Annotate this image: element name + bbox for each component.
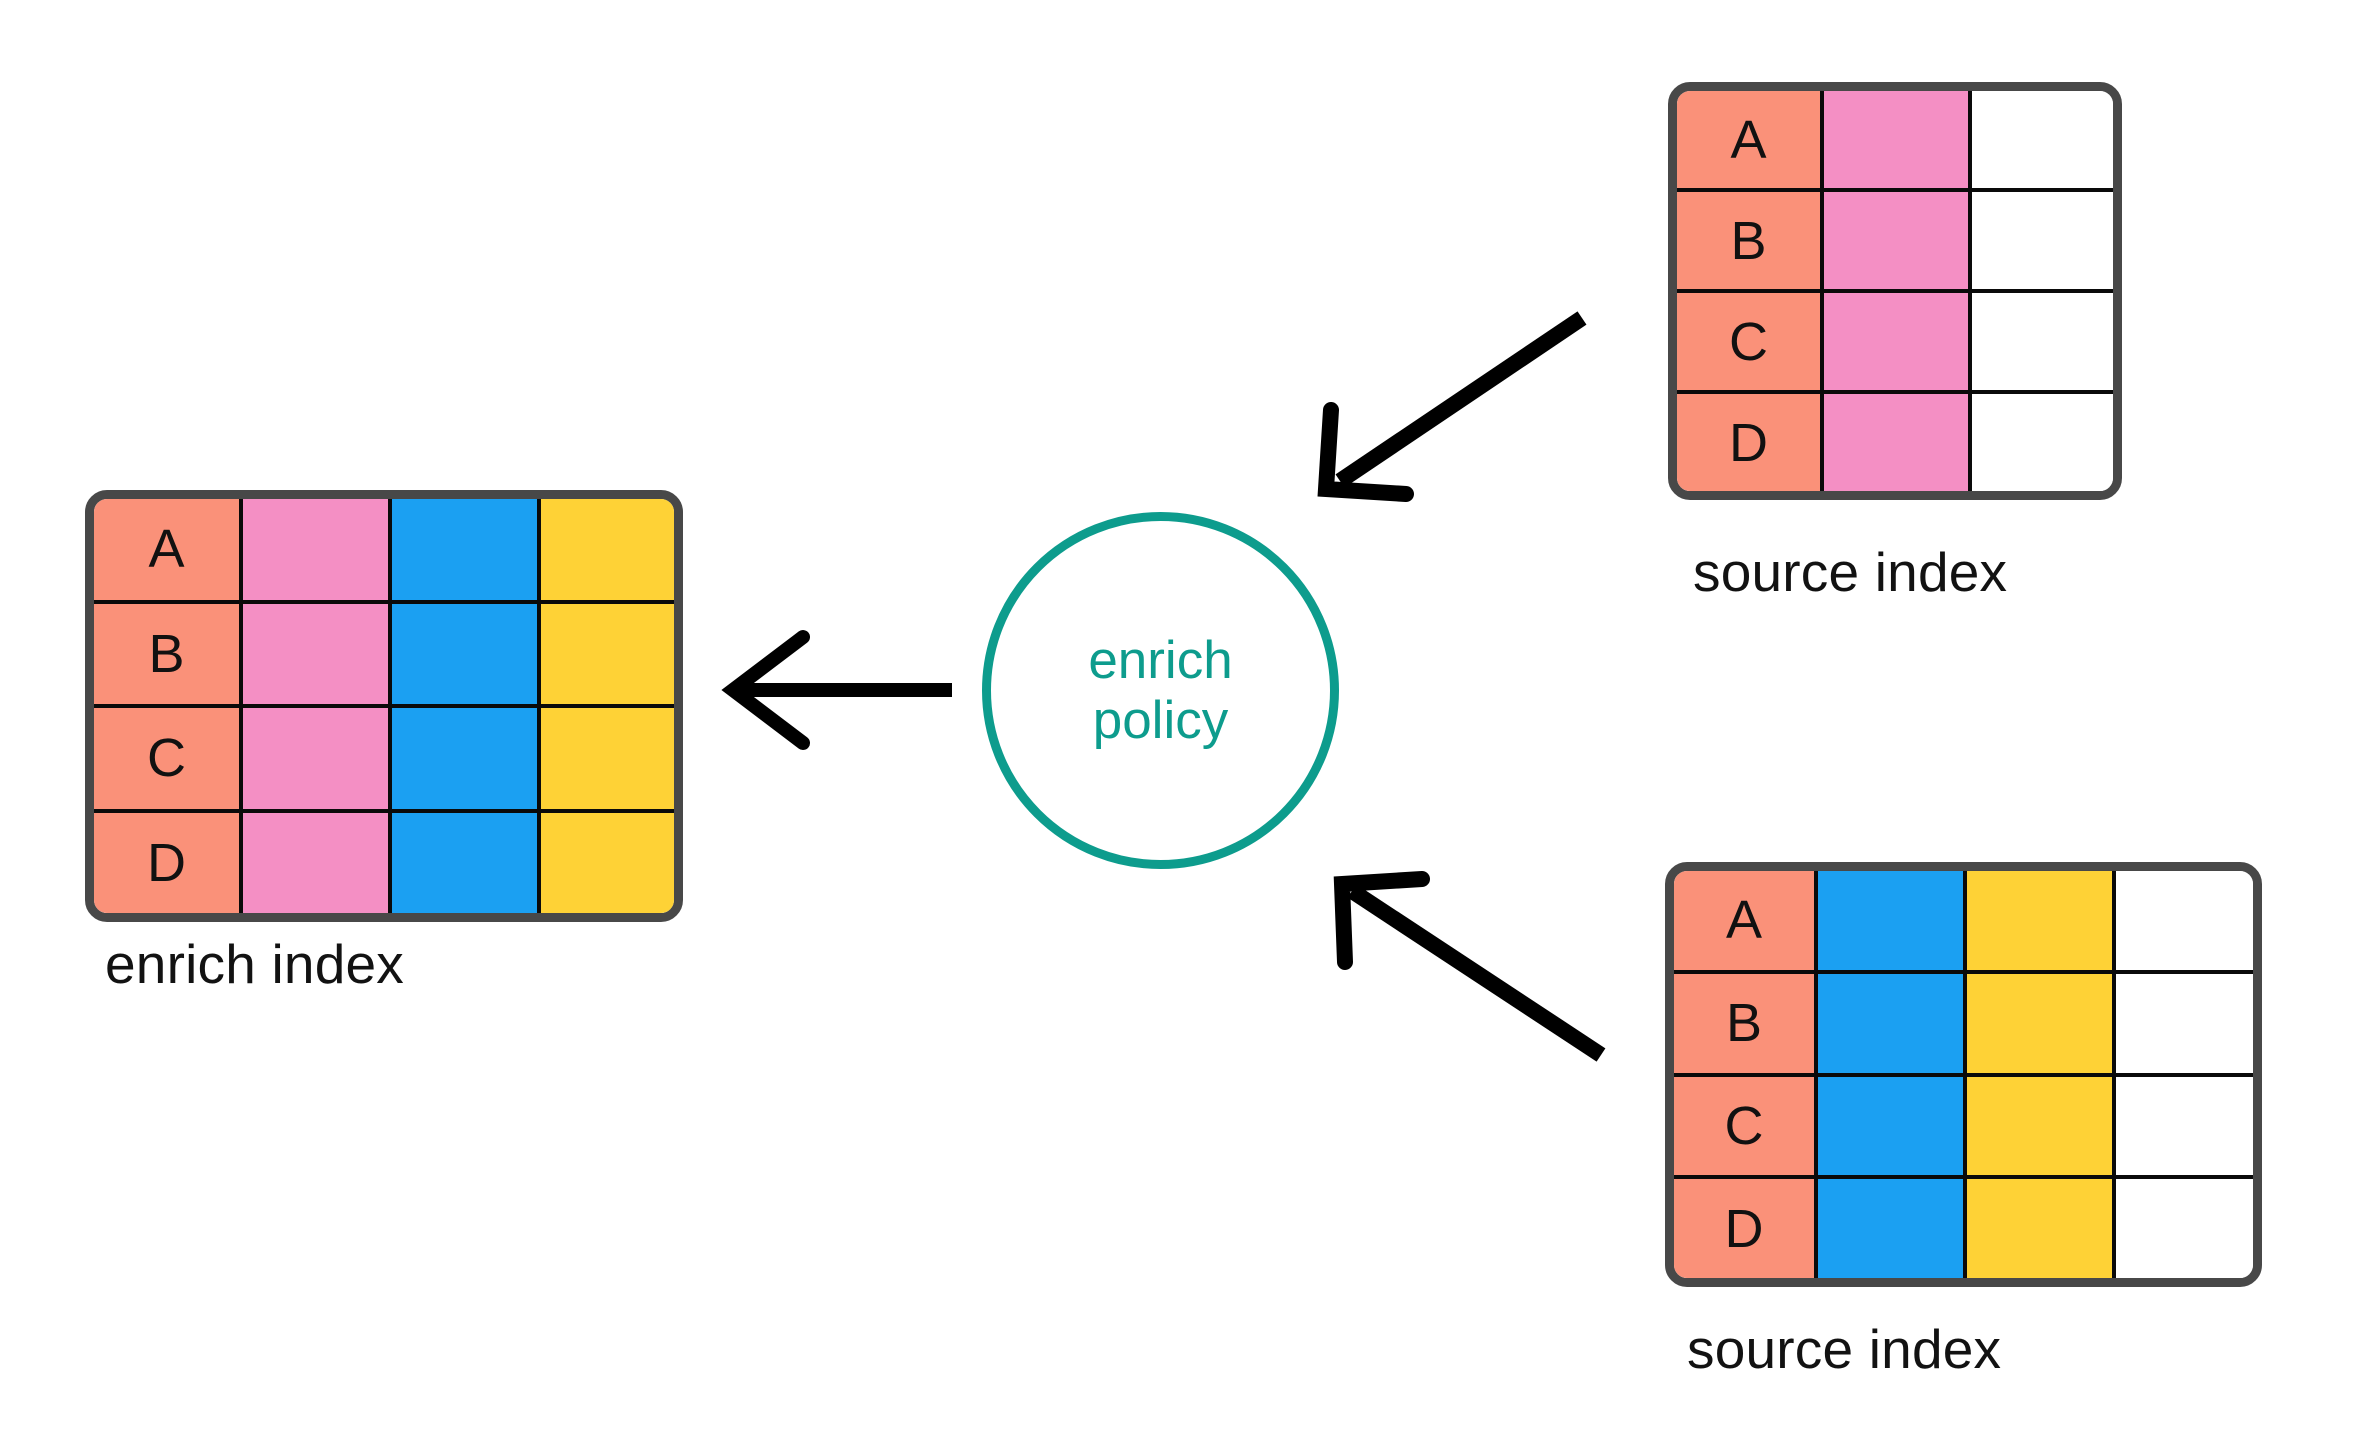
- enrich-cell-blue-d: [392, 812, 541, 913]
- enrich-index-caption: enrich index: [105, 933, 404, 995]
- source-bottom-cell-blue-b: [1818, 973, 1967, 1073]
- source-bottom-cell-blue-c: [1818, 1076, 1967, 1176]
- source-top-cell-key-d: D: [1677, 394, 1824, 491]
- enrich-cell-key-a: A: [94, 499, 243, 600]
- source-bottom-cell-yellow-a: [1967, 871, 2116, 970]
- source-top-cell-pink-b: [1824, 192, 1972, 289]
- enrich-cell-yellow-a: [541, 499, 674, 600]
- enrich-cell-pink-a: [243, 499, 392, 600]
- table-row: D: [1674, 1179, 2253, 1278]
- enrich-cell-key-b: B: [94, 603, 243, 704]
- source-bottom-cell-empty-a: [2116, 871, 2253, 970]
- enrich-policy-line-1: enrich: [1088, 631, 1233, 691]
- source-top-cell-pink-d: [1824, 394, 1972, 491]
- source-bottom-cell-key-c: C: [1674, 1076, 1818, 1176]
- enrich-cell-pink-b: [243, 603, 392, 704]
- table-row: C: [1677, 293, 2113, 394]
- source-bottom-cell-key-a: A: [1674, 871, 1818, 970]
- enrich-cell-yellow-b: [541, 603, 674, 704]
- enrich-cell-pink-c: [243, 708, 392, 809]
- source-index-bottom-table: A B C D: [1665, 862, 2262, 1287]
- table-row: A: [1677, 91, 2113, 192]
- table-row: B: [94, 603, 674, 708]
- source-bottom-cell-key-d: D: [1674, 1179, 1818, 1278]
- source-bottom-cell-empty-b: [2116, 973, 2253, 1073]
- table-row: A: [94, 499, 674, 604]
- enrich-cell-key-c: C: [94, 708, 243, 809]
- table-row: C: [1674, 1076, 2253, 1180]
- source-index-top-table: A B C D: [1668, 82, 2122, 500]
- enrich-policy-node: enrich policy: [982, 512, 1339, 869]
- source-top-cell-key-b: B: [1677, 192, 1824, 289]
- arrow-top-source-to-policy: [1317, 311, 1587, 502]
- table-row: A: [1674, 871, 2253, 974]
- source-bottom-cell-yellow-b: [1967, 973, 2116, 1073]
- table-row: D: [94, 812, 674, 913]
- source-bottom-cell-yellow-c: [1967, 1076, 2116, 1176]
- table-row: B: [1677, 192, 2113, 293]
- arrow-policy-to-enrich-index: [721, 630, 952, 750]
- source-bottom-cell-blue-a: [1818, 871, 1967, 970]
- source-bottom-cell-key-b: B: [1674, 973, 1818, 1073]
- source-bottom-cell-empty-d: [2116, 1179, 2253, 1278]
- enrich-cell-key-d: D: [94, 812, 243, 913]
- enrich-cell-pink-d: [243, 812, 392, 913]
- table-row: C: [94, 708, 674, 813]
- source-top-cell-key-c: C: [1677, 293, 1824, 390]
- table-row: B: [1674, 973, 2253, 1077]
- enrich-cell-blue-a: [392, 499, 541, 600]
- source-top-cell-pink-c: [1824, 293, 1972, 390]
- source-top-cell-empty-b: [1972, 192, 2113, 289]
- source-bottom-cell-yellow-d: [1967, 1179, 2116, 1278]
- source-index-bottom-caption: source index: [1687, 1318, 2002, 1380]
- enrich-cell-blue-b: [392, 603, 541, 704]
- source-top-cell-empty-d: [1972, 394, 2113, 491]
- source-top-cell-empty-c: [1972, 293, 2113, 390]
- enrich-cell-blue-c: [392, 708, 541, 809]
- source-index-top-caption: source index: [1693, 541, 2008, 603]
- table-row: D: [1677, 394, 2113, 491]
- enrich-index-table: A B C D: [85, 490, 683, 922]
- enrich-cell-yellow-c: [541, 708, 674, 809]
- source-bottom-cell-empty-c: [2116, 1076, 2253, 1176]
- source-bottom-cell-blue-d: [1818, 1179, 1967, 1278]
- arrow-bottom-source-to-policy: [1333, 871, 1606, 1062]
- enrich-policy-line-2: policy: [1092, 690, 1229, 750]
- source-top-cell-empty-a: [1972, 91, 2113, 188]
- source-top-cell-key-a: A: [1677, 91, 1824, 188]
- enrich-cell-yellow-d: [541, 812, 674, 913]
- source-top-cell-pink-a: [1824, 91, 1972, 188]
